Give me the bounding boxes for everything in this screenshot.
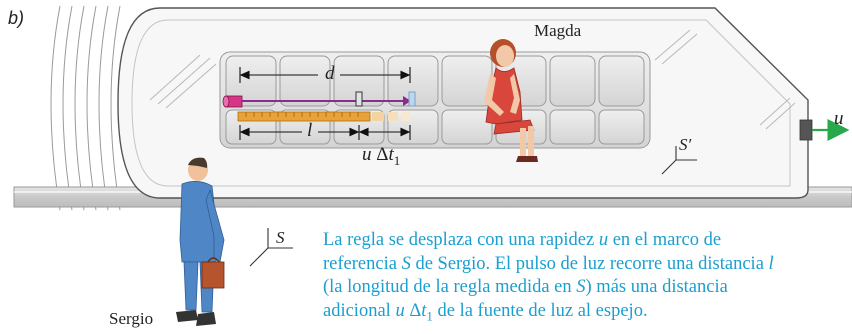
dimension-l [239, 125, 360, 140]
u-dt1-delta: Δ [376, 144, 389, 165]
mirror-initial [355, 91, 363, 107]
dimension-u-dt1 [358, 125, 411, 140]
dimension-d [239, 67, 411, 83]
caption-line-2: referencia S de Sergio. El pulso de luz … [323, 253, 774, 274]
u-dt1-sub: 1 [393, 152, 401, 168]
u-dt1-t: t [388, 144, 394, 165]
length-l-label: l [307, 120, 313, 141]
sergio-figure [176, 157, 225, 326]
magda-label: Magda [534, 21, 582, 40]
velocity-u-label: u [834, 108, 844, 129]
frame-s-prime-label: S′ [679, 135, 692, 154]
caption: La regla se desplaza con una rapidez u e… [323, 229, 843, 328]
frame-s-label: S [276, 228, 285, 247]
motion-lines [50, 5, 121, 211]
magda-figure [484, 39, 538, 162]
caption-line-1: La regla se desplaza con una rapidez u e… [323, 230, 722, 250]
seats [219, 51, 651, 149]
u-dt1-label: u Δt1 [362, 144, 400, 169]
panel-label: b) [8, 8, 25, 28]
distance-d-label: d [325, 63, 335, 84]
ruler [237, 111, 410, 122]
mirror-final [408, 91, 416, 107]
frame-s-prime-axes [661, 146, 697, 175]
u-dt1-u: u [362, 144, 372, 165]
frame-s-axes [249, 228, 293, 267]
caption-line-4: adicional u Δt1 de la fuente de luz al e… [323, 300, 648, 324]
sergio-label: Sergio [109, 309, 154, 328]
train-bumper [799, 119, 813, 141]
caption-line-3: (la longitud de la regla medida en S) má… [323, 277, 728, 298]
light-source [222, 95, 243, 108]
